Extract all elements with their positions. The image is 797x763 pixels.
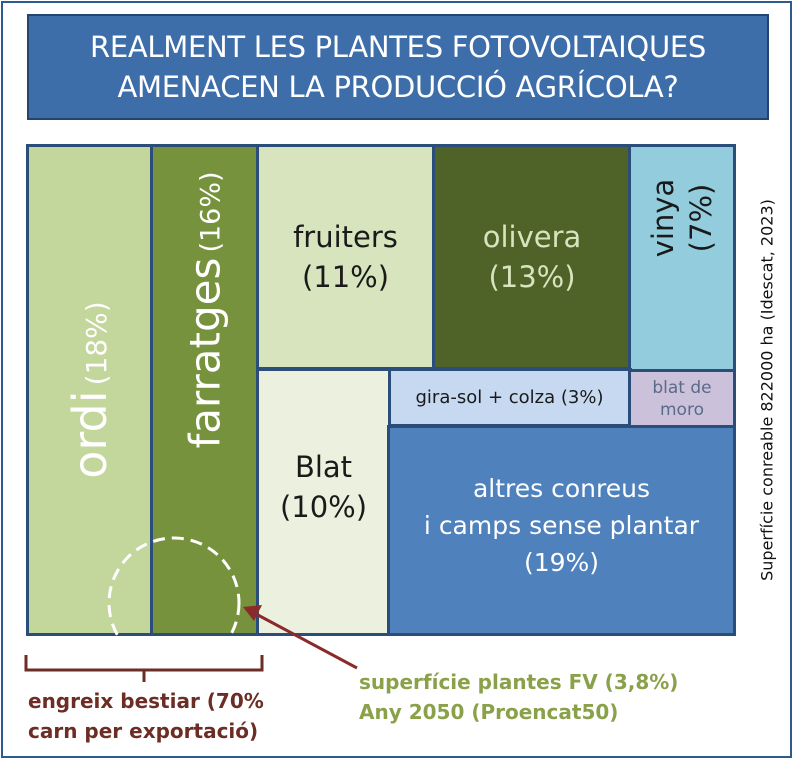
fv-label: superfície plantes FV (3,8%) Any 2050 (P… (359, 667, 739, 727)
blat-de-moro-line1: blat de (652, 378, 712, 398)
title-line-2: AMENACEN LA PRODUCCIÓ AGRÍCOLA? (117, 70, 679, 104)
fv-label-line2: Any 2050 (Proencat50) (359, 700, 619, 724)
blat-pct: (10%) (279, 490, 368, 524)
label-blat: Blat (10%) (280, 447, 367, 527)
brace-label: engreix bestiar (70% carn per exportació… (28, 686, 278, 746)
title-line-1: REALMENT LES PLANTES FOTOVOLTAIQUES (89, 30, 707, 64)
olivera-pct: (13%) (488, 260, 576, 294)
fruiters-name: fruiters (293, 220, 398, 254)
brace-label-line2: carn per exportació) (28, 719, 259, 743)
cell-blat: Blat (10%) (256, 368, 391, 636)
cell-fruiters: fruiters (11%) (256, 144, 435, 370)
label-olivera: olivera (13%) (483, 217, 582, 297)
fv-area-dashed-circle (107, 536, 241, 670)
blat-name: Blat (294, 450, 353, 484)
title-banner: REALMENT LES PLANTES FOTOVOLTAIQUES AMEN… (27, 14, 769, 120)
label-fruiters: fruiters (11%) (293, 217, 398, 297)
blat-de-moro-line2: moro (660, 400, 704, 420)
label-blat-de-moro: blat de moro (652, 377, 711, 421)
cell-olivera: olivera (13%) (432, 144, 632, 370)
fv-arrow-head (243, 605, 262, 621)
fruiters-pct: (11%) (301, 260, 390, 294)
brace-bracket (24, 655, 264, 682)
fv-arrow-line (255, 612, 358, 670)
brace-label-line1: engreix bestiar (70% (28, 689, 264, 713)
cell-altres-conreus: altres conreus i camps sense plantar (19… (387, 425, 736, 636)
altres-pct: (19%) (523, 548, 600, 577)
cell-blat-de-moro: blat de moro (628, 369, 736, 429)
fv-label-line1: superfície plantes FV (3,8%) (359, 670, 679, 694)
label-girasol-colza: gira-sol + colza (3%) (415, 387, 604, 408)
label-altres-conreus: altres conreus i camps sense plantar (19… (424, 470, 699, 581)
altres-line1: altres conreus (472, 474, 650, 503)
cell-farratges: farratges (16%) (150, 144, 259, 636)
altres-line2: i camps sense plantar (423, 511, 700, 540)
olivera-name: olivera (482, 220, 582, 254)
cell-vinya: vinya (7%) (628, 144, 736, 372)
